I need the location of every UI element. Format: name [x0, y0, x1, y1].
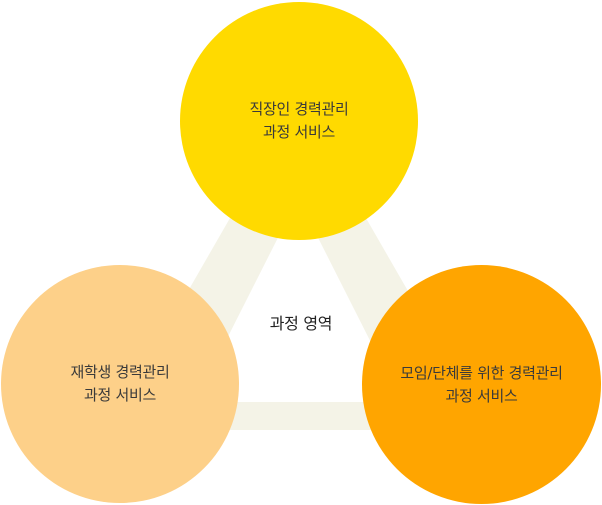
node-group-line2: 과정 서비스: [445, 386, 518, 405]
node-student-career: 재학생 경력관리 과정 서비스: [1, 265, 239, 503]
node-office-worker-line1: 직장인 경력관리: [249, 100, 349, 118]
node-group-career: 모임/단체를 위한 경력관리 과정 서비스: [362, 265, 601, 504]
node-student-line1: 재학생 경력관리: [70, 363, 170, 381]
node-office-worker-line2: 과정 서비스: [263, 123, 335, 141]
node-group-line1: 모임/단체를 위한 경력관리: [400, 363, 563, 382]
node-office-worker-career: 직장인 경력관리 과정 서비스: [180, 2, 418, 240]
center-label: 과정 영역: [269, 314, 333, 333]
node-student-line2: 과정 서비스: [84, 386, 156, 404]
